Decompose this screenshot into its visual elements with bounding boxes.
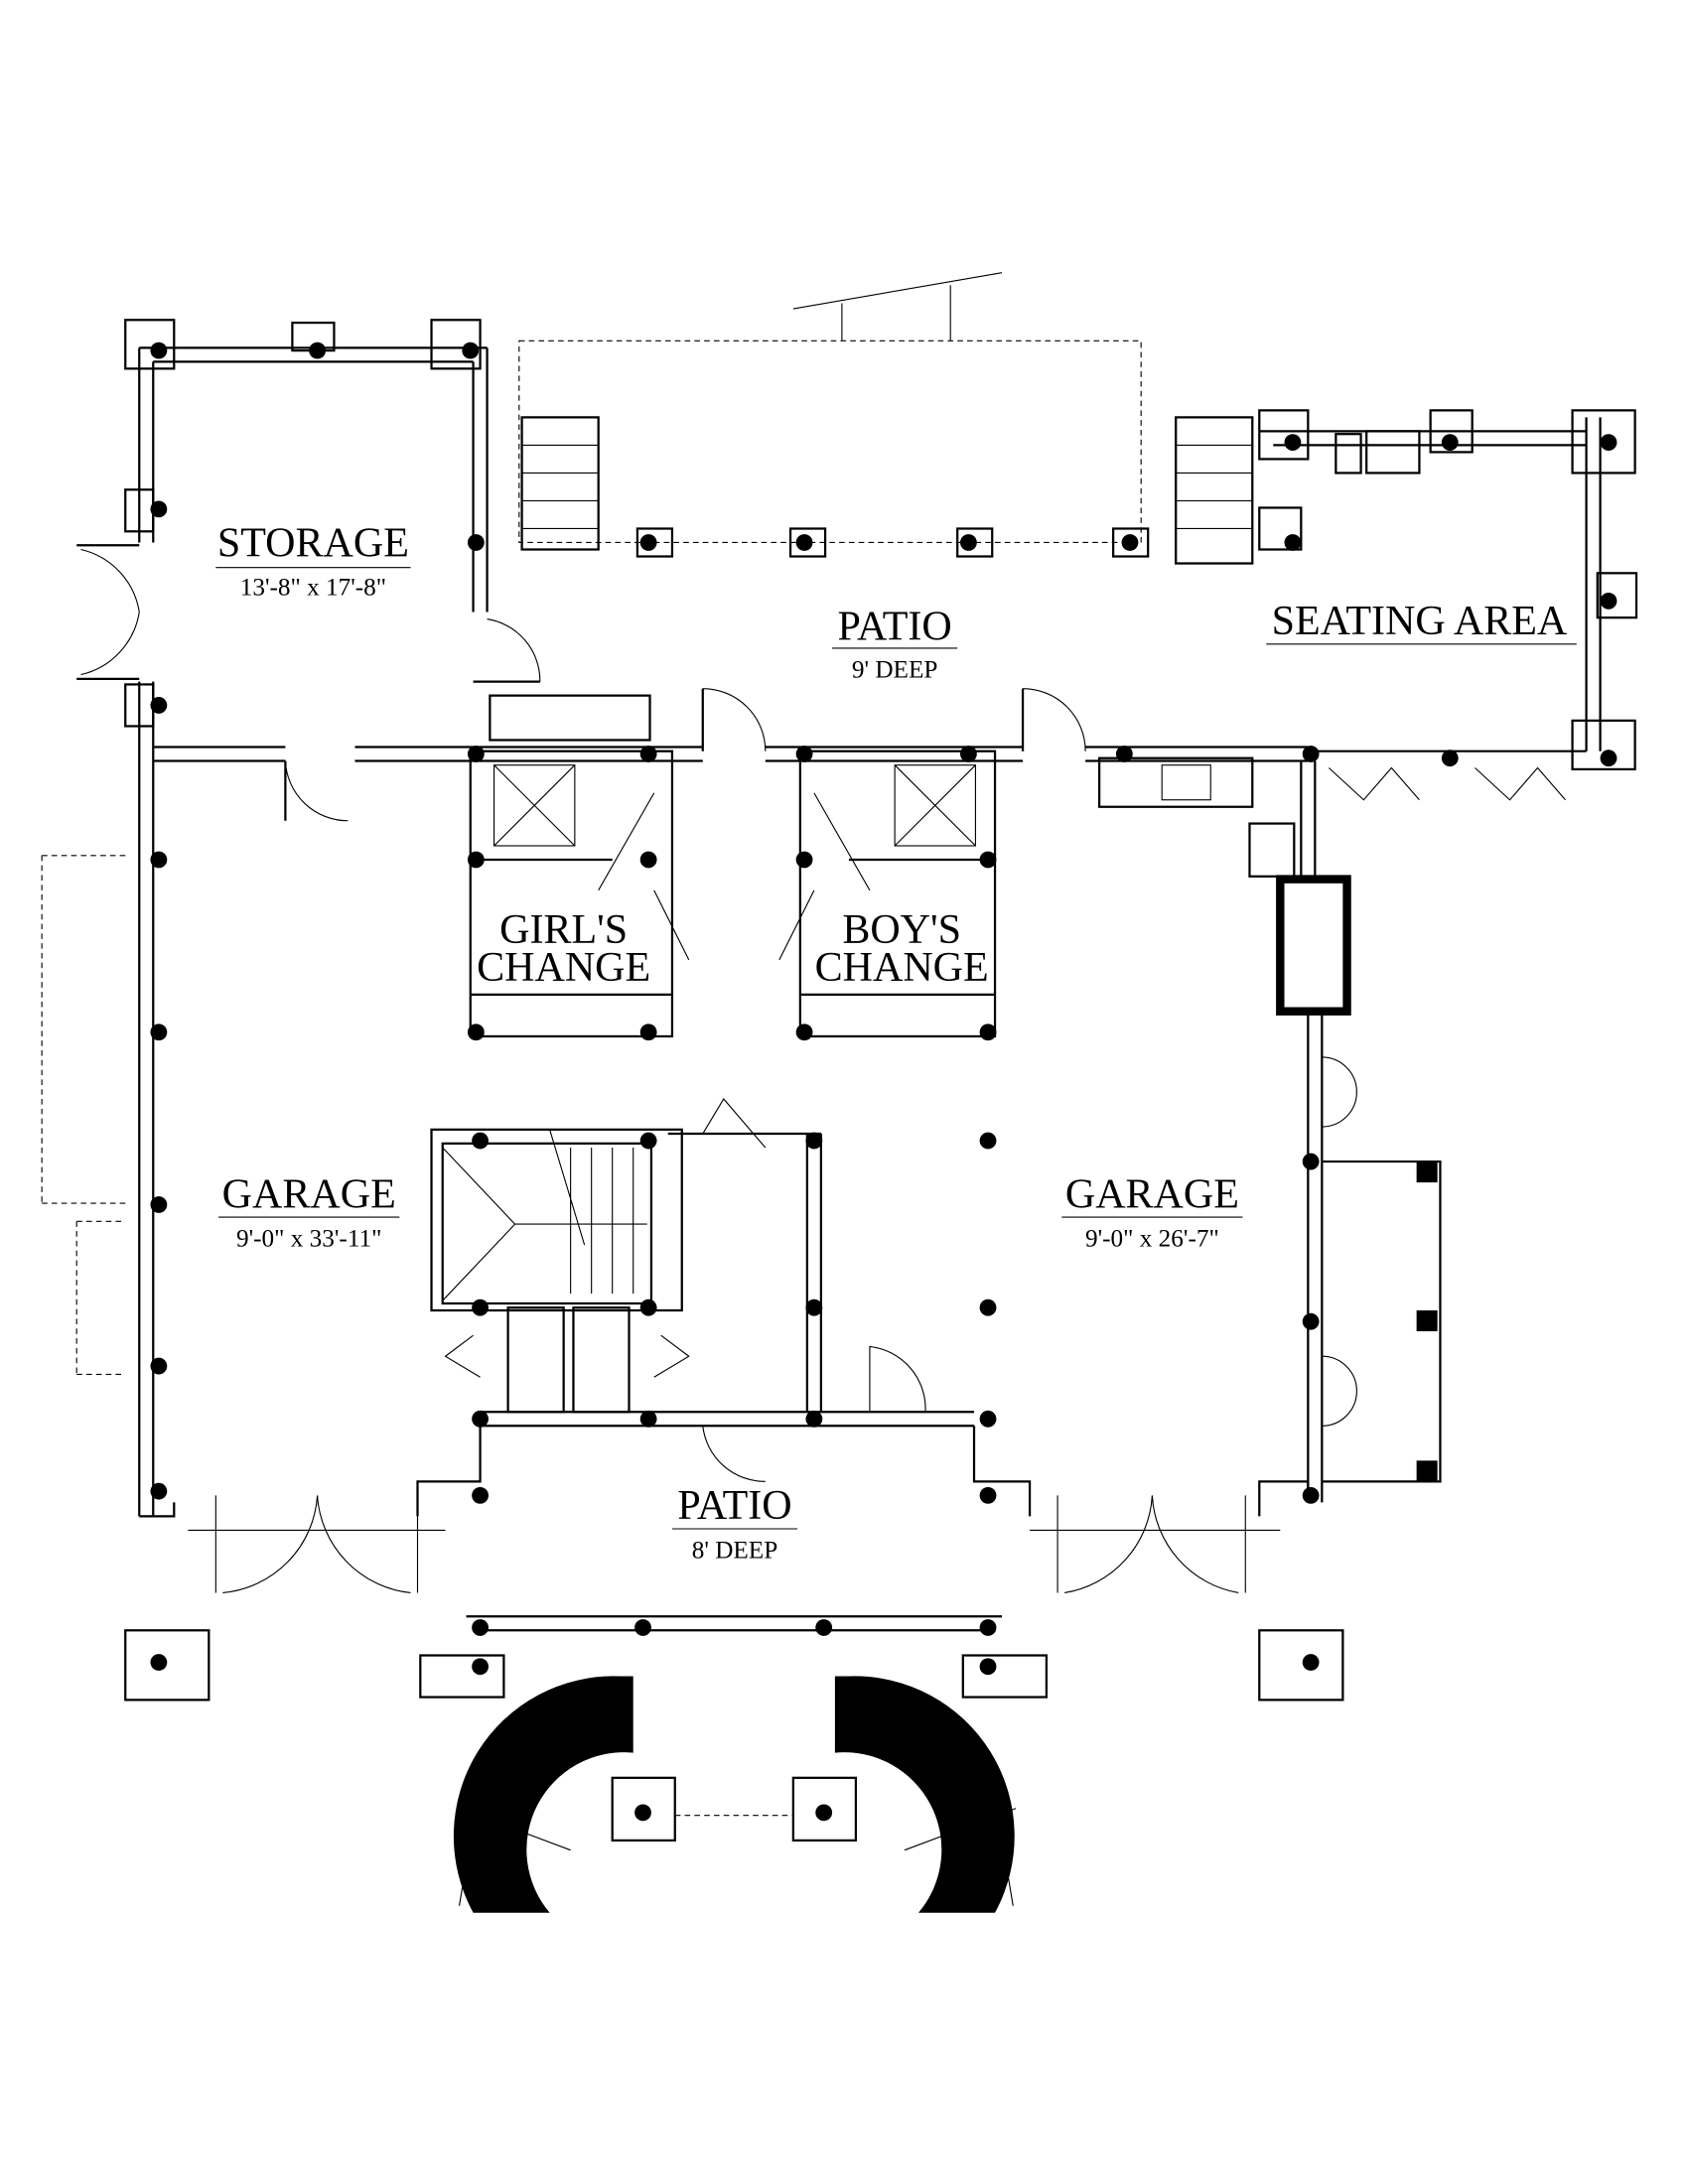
entry-stairs: [419, 1615, 1049, 1913]
garage-right-dims: 9'-0" x 26'-7": [1085, 1226, 1219, 1253]
girls-change-label-2: CHANGE: [477, 945, 650, 991]
boys-change-label-1: BOY'S: [842, 907, 961, 953]
seating-area-walls: [1258, 409, 1638, 801]
storage-walls: [76, 319, 541, 1517]
right-wall: [41, 760, 1442, 1503]
seating-area-label: SEATING AREA: [1272, 599, 1568, 644]
storage-label: STORAGE: [217, 521, 409, 567]
garage-left-dims: 9'-0" x 33'-11": [236, 1226, 381, 1253]
patio-bottom-label: PATIO: [677, 1483, 791, 1529]
girls-change-label-1: GIRL'S: [499, 907, 628, 953]
garage-left-label: GARAGE: [222, 1171, 396, 1217]
storage-dims: 13'-8" x 17'-8": [240, 575, 386, 602]
patio-top-label: PATIO: [838, 605, 952, 650]
garage-right-label: GARAGE: [1065, 1171, 1239, 1217]
middle-wall: [153, 688, 1309, 878]
garage-fronts: [124, 1426, 1344, 1702]
patio-bottom-dims: 8' DEEP: [692, 1537, 778, 1564]
stair-core: [430, 1098, 975, 1482]
top-patio: [518, 272, 1254, 565]
patio-top-dims: 9' DEEP: [852, 656, 938, 683]
columns: [150, 341, 1618, 1822]
change-rooms: [469, 750, 1351, 1038]
boys-change-label-2: CHANGE: [815, 945, 989, 991]
